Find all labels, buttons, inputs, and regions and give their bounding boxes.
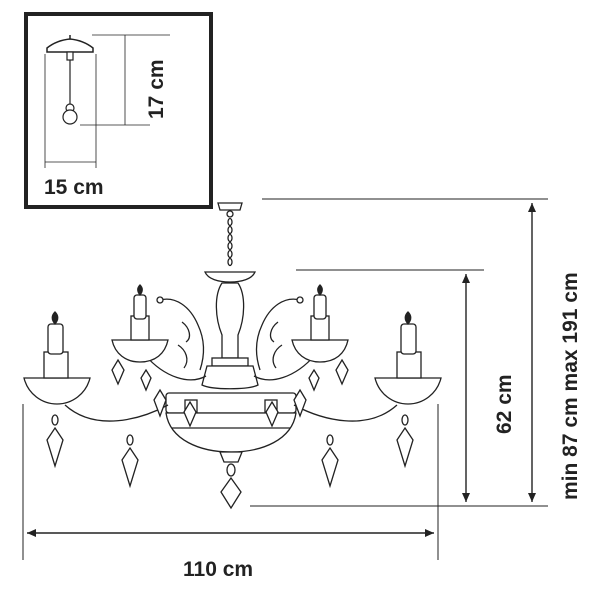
body-height-label: 62 cm: [493, 374, 516, 434]
chandelier-chain: [227, 217, 233, 267]
total-height-label: min 87 cm max 191 cm: [559, 272, 582, 500]
inset-hook-ball: [62, 109, 78, 125]
outer-right-candle: [400, 323, 417, 355]
width-label: 110 cm: [183, 558, 253, 581]
chandelier: [23, 202, 442, 510]
ceiling-mount-inset: 17 cm 15 cm: [24, 12, 213, 209]
dimension-lines: min 87 cm max 191 cm 62 cm 110 cm: [22, 198, 582, 581]
center-vase: [215, 282, 245, 359]
inset-width-label: 15 cm: [44, 176, 104, 199]
chandelier-canopy: [217, 202, 243, 211]
outer-left-candle: [47, 323, 64, 355]
right-scroll-ornament: [255, 298, 301, 371]
central-bowl: [165, 412, 297, 453]
hanging-crystals: [46, 358, 414, 489]
inner-right-cup: [291, 339, 349, 363]
inset-rod: [66, 51, 74, 61]
left-scroll-ornament: [159, 298, 205, 371]
bottom-crystal: [220, 476, 242, 510]
outer-left-arm: [64, 404, 169, 422]
inset-height-label: 17 cm: [145, 59, 168, 119]
inner-left-cup: [111, 339, 169, 363]
inner-left-candle: [133, 294, 147, 320]
outer-left-cup: [23, 377, 91, 405]
inset-canopy: [46, 38, 94, 53]
outer-right-arm: [293, 404, 398, 422]
inner-right-candle: [313, 294, 327, 320]
outer-right-cup: [374, 377, 442, 405]
top-saucer: [204, 271, 256, 283]
